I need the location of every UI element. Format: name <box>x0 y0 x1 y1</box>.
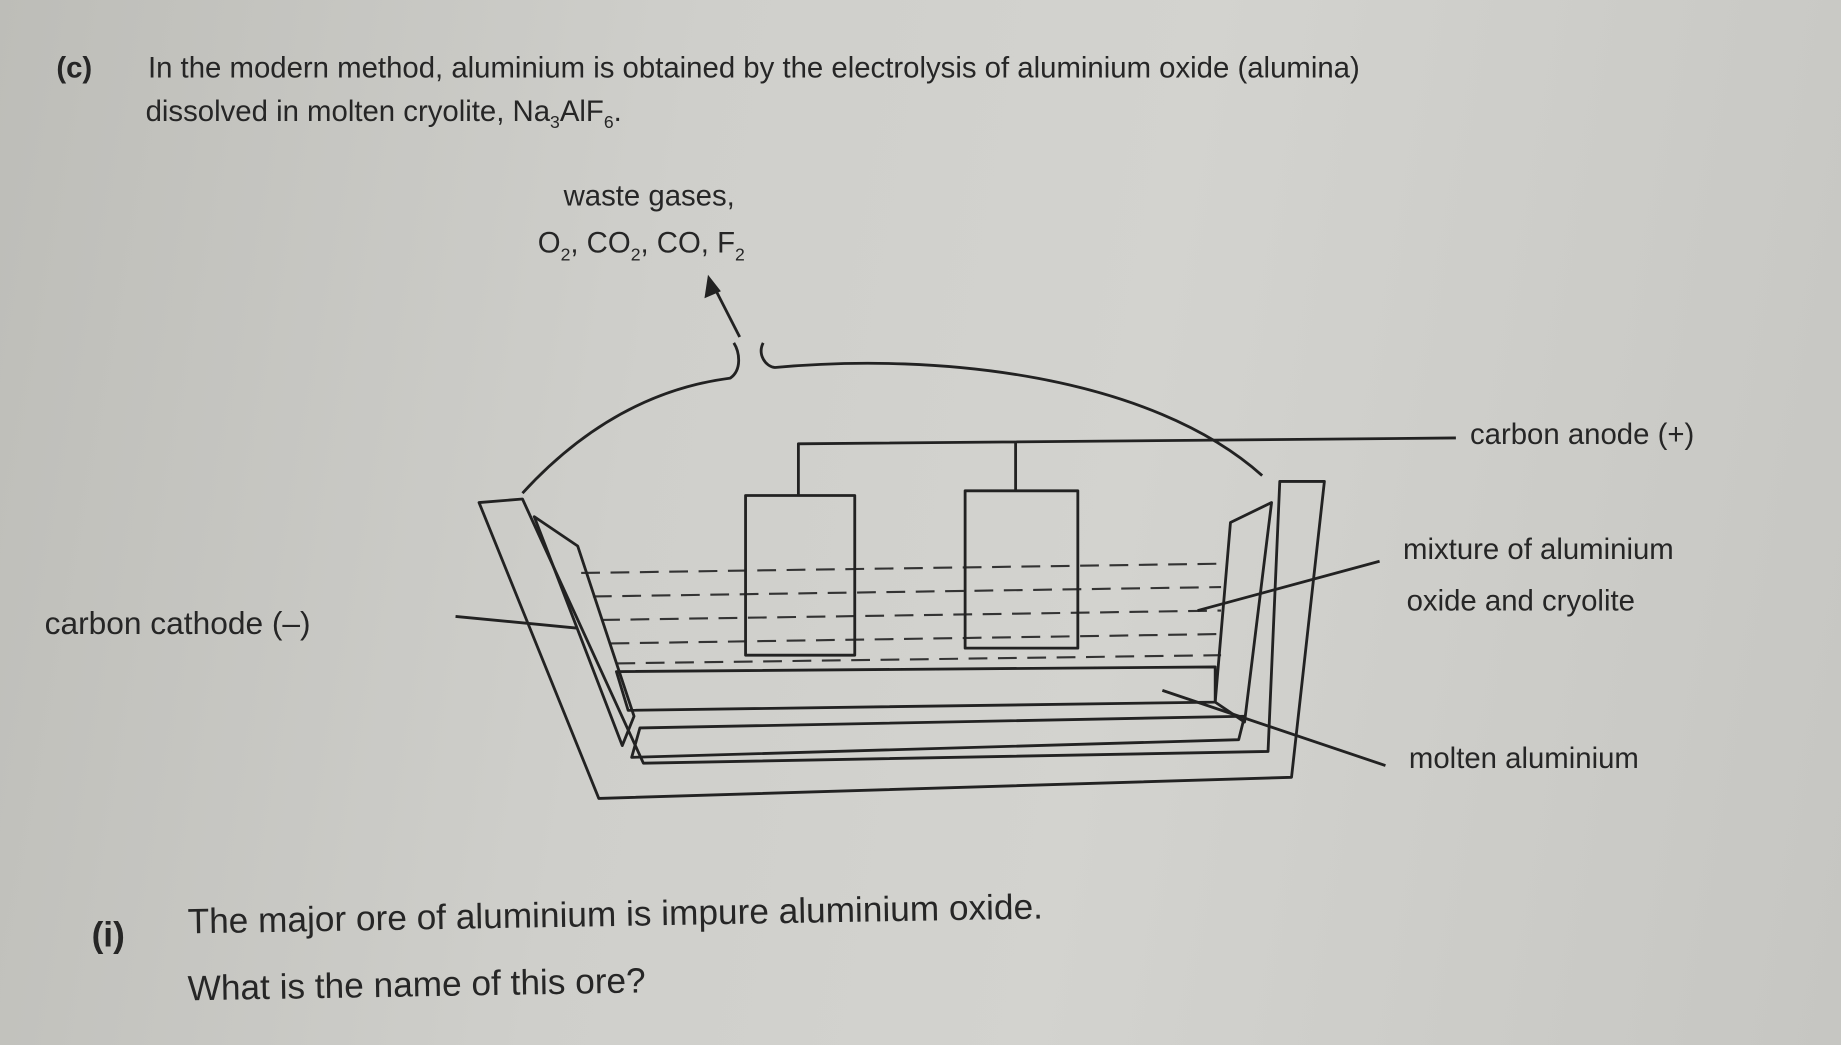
mixture-label-line-2: oxide and cryolite <box>1407 585 1635 618</box>
arrow-head-icon <box>704 274 721 299</box>
carbon-anode-block <box>744 494 857 657</box>
waste-gases-label: waste gases, <box>563 179 735 212</box>
cathode-lining-bottom <box>630 714 1246 759</box>
pointer-line <box>455 615 578 630</box>
molten-aluminium-label: molten aluminium <box>1409 742 1639 775</box>
carbon-cathode-label: carbon cathode (–) <box>45 605 311 641</box>
cell-hood <box>521 342 1264 495</box>
mixture-label-line-1: mixture of aluminium <box>1403 533 1674 566</box>
electrolyte <box>581 562 1227 665</box>
intro-line-1: In the modern method, aluminium is obtai… <box>148 52 1360 85</box>
pointer-line <box>1197 559 1380 612</box>
intro-line-2: dissolved in molten cryolite, Na3AlF6. <box>146 95 622 132</box>
molten-aluminium-layer <box>614 665 1217 712</box>
carbon-anode-block <box>963 489 1080 650</box>
electrolysis-cell-diagram <box>455 274 1456 800</box>
anode-wire <box>796 436 1456 496</box>
pointer-line <box>1161 689 1386 767</box>
subquestion-line-1: The major ore of aluminium is impure alu… <box>187 888 1043 942</box>
gas-arrow <box>712 285 741 338</box>
subquestion-line-2: What is the name of this ore? <box>187 961 646 1008</box>
gases-formula: O2, CO2, CO, F2 <box>538 226 745 264</box>
steel-container <box>477 479 1326 800</box>
part-label: (c) <box>56 52 92 85</box>
carbon-anode-label: carbon anode (+) <box>1470 418 1694 451</box>
cathode-lining-left <box>532 515 636 747</box>
subquestion-label: (i) <box>92 915 125 954</box>
cathode-lining-right <box>1213 501 1273 724</box>
